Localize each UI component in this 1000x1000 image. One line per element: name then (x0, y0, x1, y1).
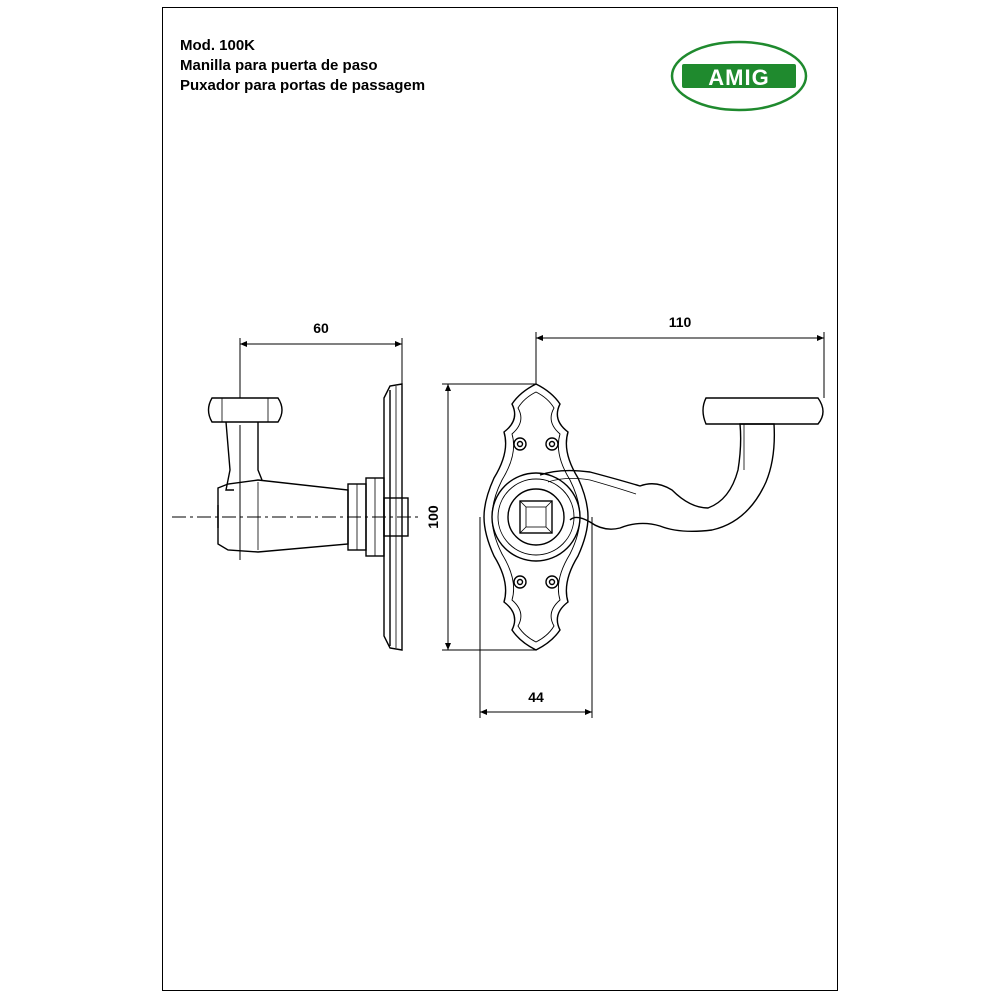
logo-text: AMIG (708, 65, 769, 90)
title-portuguese: Puxador para portas de passagem (180, 77, 426, 94)
dimension-label-length: 110 (669, 314, 692, 330)
drawing-sheet-border (162, 7, 838, 991)
dimension-label-height: 100 (425, 505, 441, 529)
side-view (172, 383, 420, 651)
dimension-label-depth: 60 (313, 320, 329, 336)
amig-logo: AMIG (670, 40, 808, 112)
title-spanish: Manilla para puerta de paso (180, 57, 378, 74)
dimension-60 (239, 338, 403, 398)
front-view (483, 383, 824, 651)
dimension-label-width: 44 (528, 689, 544, 705)
dimension-44 (479, 517, 593, 718)
dimension-110 (535, 332, 825, 398)
dimension-100 (442, 383, 536, 651)
title-block: Mod. 100K Manilla para puerta de paso Pu… (180, 36, 425, 96)
model-number: Mod. 100K (180, 37, 256, 54)
